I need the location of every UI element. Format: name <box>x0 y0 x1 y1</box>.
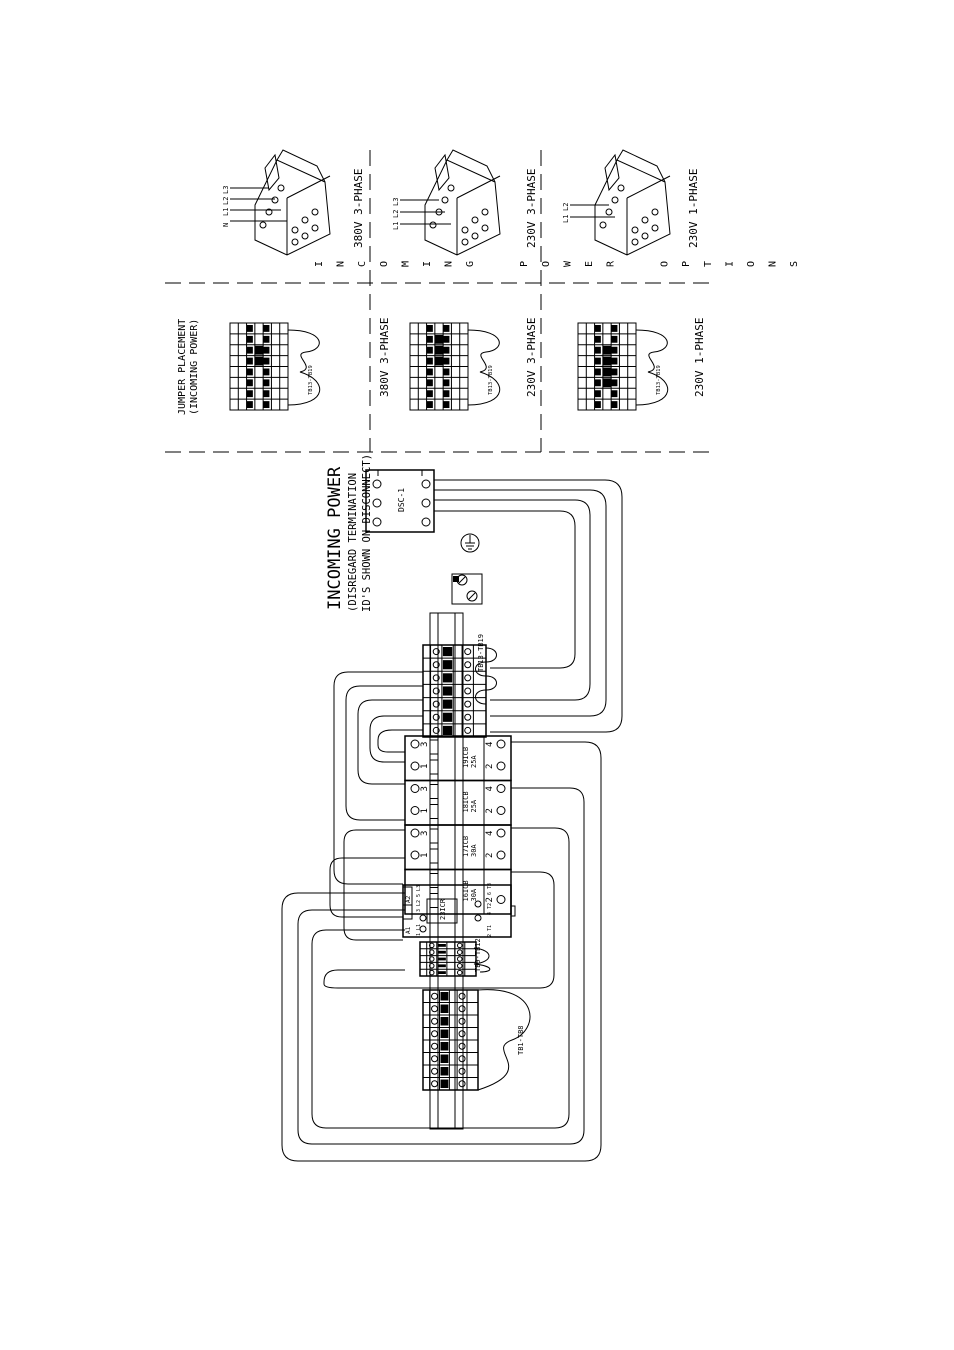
tb-middle-label: TB9-TB12 <box>474 938 482 972</box>
option-line-label: L1 <box>562 215 570 223</box>
contactor-t3: 6 T3 <box>487 883 493 895</box>
breaker-out-term: 2 <box>485 764 495 769</box>
breaker-label: 19ICB <box>462 747 470 768</box>
tb-bot-squiggle <box>477 989 531 1091</box>
terminal-block-tb1-tb8 <box>422 989 479 1091</box>
contactor-l2: 3 L2 <box>416 900 422 912</box>
jumper-title-line1: JUMPER PLACEMENT <box>177 319 188 415</box>
jumper-tb-label: TB13-TB19 <box>656 365 662 395</box>
breaker-in-term: 1 <box>420 764 430 769</box>
incoming-power-subtitle-1: (DISREGARD TERMINATION <box>347 473 359 612</box>
jumper-sketch-1: TB13-TB19 380V 3-PHASE <box>229 318 391 411</box>
incoming-power-title: INCOMING POWER <box>325 466 345 610</box>
wiring <box>281 479 623 1162</box>
disconnect-dsc1: DSC-1 <box>365 469 435 533</box>
incoming-power-subtitle-2: ID'S SHOWN ON DISCONNECT) <box>361 454 373 612</box>
option-line-label: L2 <box>392 210 400 218</box>
ground-lug-icon <box>451 573 483 605</box>
breaker-rating: 30A <box>470 888 478 901</box>
jumper-tb-label: TB13-TB19 <box>488 365 494 395</box>
breaker-out-term: 4 <box>485 786 495 791</box>
option-line-label: L2 <box>222 197 230 205</box>
din-rail <box>429 612 464 1130</box>
contactor-l3: 5 L3 <box>416 885 422 897</box>
tb-top-squiggle <box>475 647 497 705</box>
breaker-out-term: 2 <box>485 808 495 813</box>
option-line-label: L3 <box>222 186 230 194</box>
jumper-sketch-2: TB13-TB19 230V 3-PHASE <box>409 318 538 411</box>
breaker-rating: 25A <box>470 755 478 768</box>
breaker-in-term: 3 <box>420 742 430 747</box>
breaker-in-term: 1 <box>420 808 430 813</box>
terminal-block-tb13-tb19 <box>422 644 487 738</box>
contactor-label: 23ICR <box>439 898 447 920</box>
jumper-sketch-3: TB13-TB19 230V 1-PHASE <box>577 318 706 411</box>
option-caption: 230V 3-PHASE <box>525 169 538 248</box>
breaker-in-term: 1 <box>420 853 430 858</box>
option-caption: 230V 1-PHASE <box>687 169 700 248</box>
option-line-label: L1 <box>392 222 400 230</box>
breaker-label: 17ICB <box>462 836 470 857</box>
section-dividers <box>165 150 715 453</box>
option-line-label: N <box>222 223 230 227</box>
breaker-in-term: 3 <box>420 786 430 791</box>
ground-icon <box>460 533 480 553</box>
tb-top-label: TB13-TB19 <box>477 634 485 672</box>
contactor-23icr: 23ICR A1 A2 1 L1 3 L2 5 L3 2 T1 4 T2 6 T… <box>402 883 516 938</box>
contactor-a1: A1 <box>405 926 412 934</box>
breaker-rating: 25A <box>470 799 478 812</box>
breaker-rating: 30A <box>470 844 478 857</box>
jumper-caption: 230V 3-PHASE <box>525 318 538 397</box>
jumper-caption: 380V 3-PHASE <box>378 318 391 397</box>
jumper-caption: 230V 1-PHASE <box>693 318 706 397</box>
contactor-t2: 4 T2 <box>487 903 493 915</box>
jumper-placements: TB13-TB19 380V 3-PHASE TB13-TB19 230V 3-PHA… <box>229 318 706 411</box>
breaker-out-term: 2 <box>485 853 495 858</box>
contactor-t1: 2 T1 <box>487 925 493 937</box>
breaker-label: 16ICB <box>462 880 470 901</box>
contactor-a2: A2 <box>405 895 412 903</box>
jumper-title-line2: (INCOMING POWER) <box>189 319 200 415</box>
breaker-out-term: 4 <box>485 742 495 747</box>
option-caption: 380V 3-PHASE <box>352 169 365 248</box>
option-line-label: L2 <box>562 203 570 211</box>
option-line-label: L3 <box>392 198 400 206</box>
breaker-label: 18ICB <box>462 791 470 812</box>
breaker-out-term: 4 <box>485 831 495 836</box>
option-line-label: L1 <box>222 208 230 216</box>
breaker-out-term: 2 <box>485 897 495 902</box>
jumper-tb-label: TB13-TB19 <box>308 365 314 395</box>
disconnect-label: DSC-1 <box>397 488 406 512</box>
contactor-l1: 1 L1 <box>416 924 422 936</box>
tb-bottom-label: TB1-TB8 <box>517 1025 525 1055</box>
tb-mid-squiggle <box>473 947 491 973</box>
terminal-block-tb9-tb12 <box>419 941 477 977</box>
breaker-in-term: 3 <box>420 831 430 836</box>
